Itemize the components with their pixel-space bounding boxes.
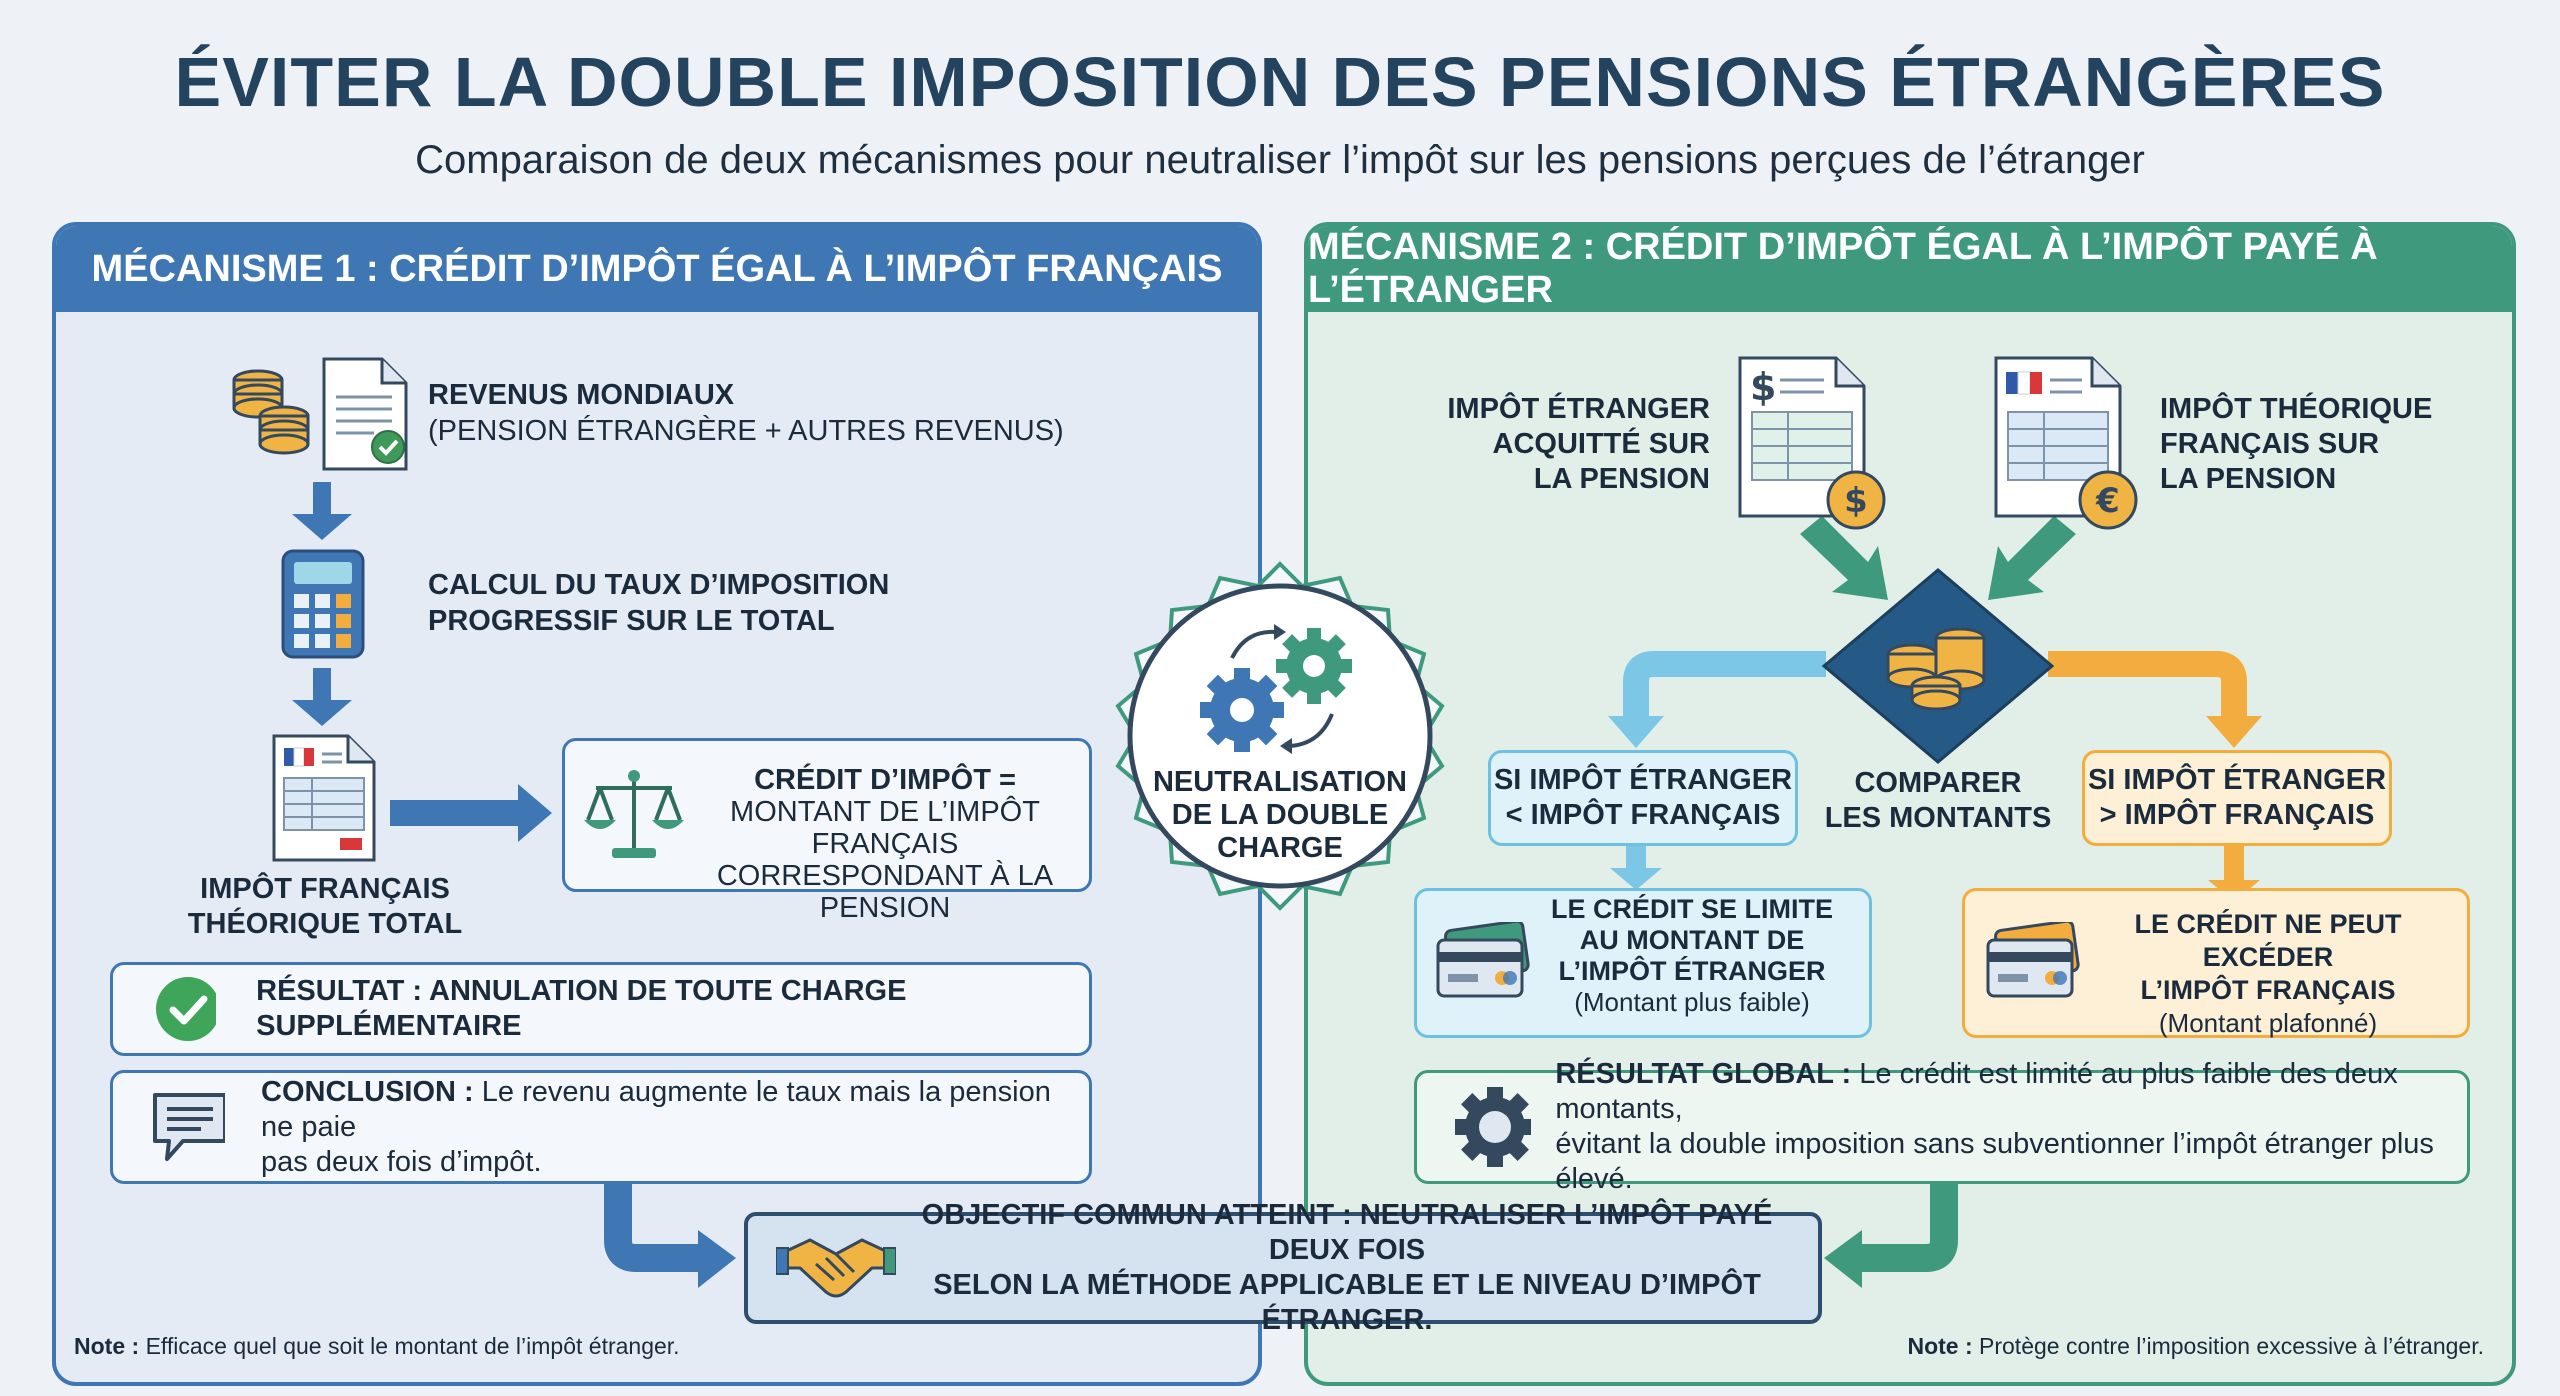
objective-line2: SELON LA MÉTHODE APPLICABLE ET LE NIVEAU… bbox=[933, 1269, 1761, 1336]
outcome-lower-line2: AU MONTANT DE bbox=[1579, 925, 1805, 955]
tax-form-icon bbox=[272, 734, 376, 862]
credit-card-icon bbox=[1436, 922, 1530, 998]
foreign-tax-line2: ACQUITTÉ SUR bbox=[1492, 428, 1711, 460]
credit-line1: CRÉDIT D’IMPÔT = bbox=[754, 764, 1016, 796]
euro-document-icon: € bbox=[1994, 356, 2138, 530]
scale-icon bbox=[584, 770, 684, 858]
center-line2: DE LA DOUBLE bbox=[1171, 799, 1389, 831]
outcome-higher-line3: (Montant plafonné) bbox=[2158, 1008, 2378, 1038]
step3-line2: THÉORIQUE TOTAL bbox=[187, 908, 463, 940]
credit-card-icon bbox=[1986, 922, 2080, 998]
credit-line2: MONTANT DE L’IMPÔT FRANÇAIS bbox=[730, 796, 1040, 860]
french-tax-line2: FRANÇAIS SUR bbox=[2160, 428, 2380, 460]
global-line1: Le crédit est limité au plus faible des … bbox=[1555, 1058, 2398, 1125]
global-line2: évitant la double imposition sans subven… bbox=[1555, 1128, 2434, 1195]
coins-diamond-icon bbox=[1821, 568, 2055, 764]
objective-line1: OBJECTIF COMMUN ATTEINT : NEUTRALISER L’… bbox=[921, 1199, 1773, 1266]
foreign-tax-line3: LA PENSION bbox=[1533, 463, 1710, 495]
gear-icon bbox=[1455, 1087, 1532, 1167]
global-result-box: RÉSULTAT GLOBAL : Le crédit est limité a… bbox=[1414, 1058, 2470, 1195]
outcome-lower-line3: L’IMPÔT ÉTRANGER bbox=[1558, 956, 1826, 986]
coins-icon bbox=[232, 369, 310, 455]
case-lower-box: SI IMPÔT ÉTRANGER < IMPÔT FRANÇAIS bbox=[1488, 750, 1798, 846]
right-note-label: Note : bbox=[1907, 1333, 1973, 1359]
outcome-lower-line4: (Montant plus faible) bbox=[1574, 987, 1810, 1017]
global-label: RÉSULTAT GLOBAL : bbox=[1555, 1058, 1852, 1090]
calculator-icon bbox=[281, 549, 365, 659]
compare-line1: COMPARER bbox=[1854, 767, 2022, 799]
french-tax-line1: IMPÔT THÉORIQUE bbox=[2160, 393, 2433, 425]
conclusion-box: CONCLUSION : Le revenu augmente le taux … bbox=[110, 1070, 1092, 1184]
objective-box: OBJECTIF COMMUN ATTEINT : NEUTRALISER L’… bbox=[744, 1199, 1822, 1336]
case-higher-box: SI IMPÔT ÉTRANGER > IMPÔT FRANÇAIS bbox=[2082, 750, 2392, 846]
outcome-lower-line1: LE CRÉDIT SE LIMITE bbox=[1550, 894, 1833, 924]
case-higher-line1: SI IMPÔT ÉTRANGER bbox=[2087, 764, 2387, 796]
check-circle-icon bbox=[156, 977, 217, 1041]
step2-line1: CALCUL DU TAUX D’IMPOSITION bbox=[428, 569, 890, 601]
neutralisation-text: NEUTRALISATION DE LA DOUBLE CHARGE bbox=[1140, 766, 1420, 865]
step3-line1: IMPÔT FRANÇAIS bbox=[200, 873, 450, 905]
mechanism-2-heading: MÉCANISME 2 : CRÉDIT D’IMPÔT ÉGAL À L’IM… bbox=[1308, 226, 2512, 312]
foreign-tax-line1: IMPÔT ÉTRANGER bbox=[1447, 393, 1710, 425]
case-lower-line2: < IMPÔT FRANÇAIS bbox=[1505, 799, 1781, 831]
credit-box bbox=[562, 738, 1092, 892]
left-note: Note : Efficace quel que soit le montant… bbox=[74, 1333, 680, 1360]
left-note-label: Note : bbox=[74, 1333, 140, 1359]
foreign-tax-label: IMPÔT ÉTRANGER ACQUITTÉ SUR LA PENSION bbox=[1440, 392, 1710, 497]
compare-line2: LES MONTANTS bbox=[1824, 802, 2052, 834]
outcome-higher-line2: L’IMPÔT FRANÇAIS bbox=[2140, 975, 2396, 1005]
step1-detail: (PENSION ÉTRANGÈRE + AUTRES REVENUS) bbox=[428, 415, 1064, 447]
case-lower-line1: SI IMPÔT ÉTRANGER bbox=[1493, 764, 1793, 796]
document-check-icon bbox=[322, 357, 408, 471]
credit-line3: CORRESPONDANT À LA PENSION bbox=[716, 860, 1054, 924]
result-text: RÉSULTAT : ANNULATION DE TOUTE CHARGE SU… bbox=[256, 975, 907, 1042]
svg-text:$: $ bbox=[1844, 481, 1868, 521]
french-tax-line3: LA PENSION bbox=[2160, 463, 2337, 495]
french-tax-label: IMPÔT THÉORIQUE FRANÇAIS SUR LA PENSION bbox=[2160, 392, 2460, 497]
outcome-higher-line1: LE CRÉDIT NE PEUT EXCÉDER bbox=[2134, 909, 2402, 972]
dollar-document-icon: $ $ bbox=[1738, 356, 1886, 530]
gears-icon bbox=[1200, 624, 1352, 754]
left-note-text: Efficace quel que soit le montant de l’i… bbox=[145, 1333, 680, 1359]
result-box: RÉSULTAT : ANNULATION DE TOUTE CHARGE SU… bbox=[110, 962, 1092, 1056]
conclusion-line1: Le revenu augmente le taux mais la pensi… bbox=[261, 1075, 1051, 1143]
credit-text: CRÉDIT D’IMPÔT = MONTANT DE L’IMPÔT FRAN… bbox=[690, 764, 1080, 924]
right-note-text: Protège contre l’imposition excessive à … bbox=[1979, 1333, 2484, 1359]
step3-label: IMPÔT FRANÇAIS THÉORIQUE TOTAL bbox=[180, 872, 470, 942]
conclusion-label: CONCLUSION : bbox=[261, 1075, 474, 1108]
outcome-higher-text: LE CRÉDIT NE PEUT EXCÉDER L’IMPÔT FRANÇA… bbox=[2080, 908, 2456, 1040]
mechanism-1-heading: MÉCANISME 1 : CRÉDIT D’IMPÔT ÉGAL À L’IM… bbox=[56, 226, 1258, 312]
svg-text:$: $ bbox=[1750, 365, 1776, 409]
step1-title: REVENUS MONDIAUX bbox=[428, 379, 735, 411]
center-line1: NEUTRALISATION bbox=[1152, 766, 1407, 798]
center-line3: CHARGE bbox=[1217, 832, 1343, 864]
svg-text:€: € bbox=[2095, 481, 2120, 521]
step2-line2: PROGRESSIF SUR LE TOTAL bbox=[428, 605, 835, 637]
page-title: ÉVITER LA DOUBLE IMPOSITION DES PENSIONS… bbox=[174, 43, 2386, 121]
handshake-icon bbox=[776, 1238, 896, 1298]
compare-label: COMPARER LES MONTANTS bbox=[1800, 766, 2076, 836]
case-higher-line2: > IMPÔT FRANÇAIS bbox=[2099, 799, 2375, 831]
chat-bubble-icon bbox=[153, 1093, 226, 1161]
outcome-lower-text: LE CRÉDIT SE LIMITE AU MONTANT DE L’IMPÔ… bbox=[1530, 894, 1854, 1018]
right-note: Note : Protège contre l’imposition exces… bbox=[1900, 1333, 2484, 1360]
conclusion-line2: pas deux fois d’impôt. bbox=[261, 1145, 542, 1178]
page-subtitle: Comparaison de deux mécanismes pour neut… bbox=[415, 138, 2145, 182]
neutralisation-badge bbox=[1115, 561, 1445, 911]
